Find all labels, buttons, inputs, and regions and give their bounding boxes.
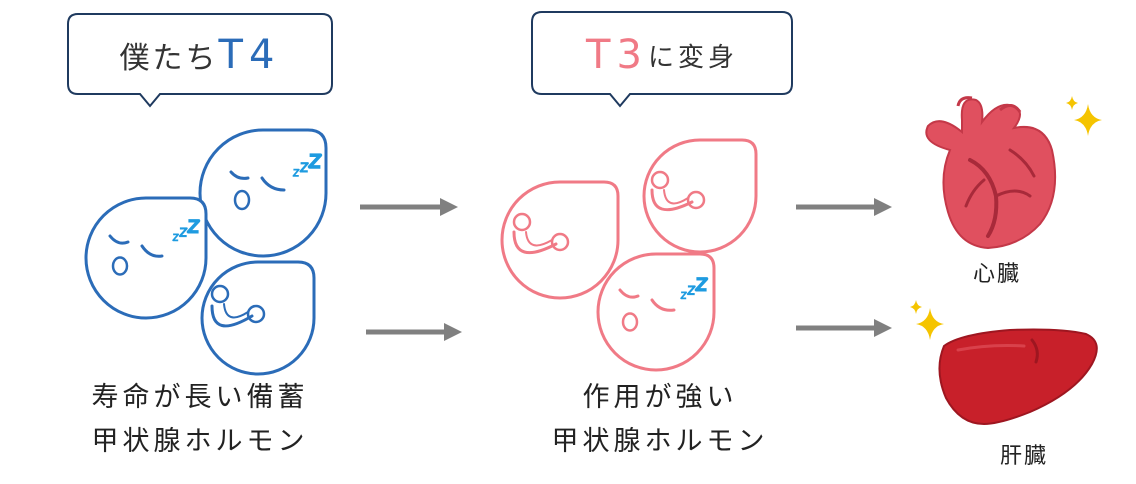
heart-illustration	[925, 96, 1057, 250]
t4-droplet-sleeping-1	[198, 128, 328, 258]
speech-bubble-t4	[67, 13, 333, 108]
sparkle-icon-heart	[1066, 96, 1102, 136]
t4-droplet-sleeping-2	[84, 196, 208, 320]
bubble-t4-highlight: T4	[218, 32, 281, 78]
bubble-label-t3: T3 に変身	[534, 32, 790, 78]
arrow-t3-to-liver	[796, 319, 892, 337]
bubble-t3-highlight: T3	[586, 32, 648, 78]
caption-t4-line2: 甲状腺ホルモン	[91, 426, 309, 457]
t3-droplet-smiling-2	[500, 180, 620, 300]
caption-t3: 作用が強い 甲状腺ホルモン	[520, 376, 800, 464]
caption-t4: 寿命が長い備蓄 甲状腺ホルモン	[60, 376, 340, 464]
label-liver: 肝臓	[1000, 444, 1049, 469]
t4-droplet-smiling	[200, 260, 316, 376]
t3-droplet-smiling-1	[642, 138, 758, 254]
arrow-t4-to-t3-bottom	[366, 323, 462, 341]
bubble-label-t4: 僕たち T4	[70, 32, 330, 78]
caption-t4-line1: 寿命が長い備蓄	[91, 382, 309, 413]
arrow-t3-to-heart	[796, 198, 892, 216]
label-heart: 心臓	[973, 262, 1022, 287]
caption-t3-line1: 作用が強い	[582, 382, 738, 413]
caption-t3-line2: 甲状腺ホルモン	[551, 426, 769, 457]
bubble-t3-suffix: に変身	[647, 42, 738, 73]
t3-droplet-sleeping	[596, 252, 716, 372]
speech-bubble-t3	[531, 11, 793, 108]
sparkle-icon-liver	[910, 300, 944, 340]
bubble-t4-prefix: 僕たち	[119, 41, 219, 76]
liver-illustration	[938, 328, 1098, 426]
arrow-t4-to-t3-top	[360, 198, 458, 216]
